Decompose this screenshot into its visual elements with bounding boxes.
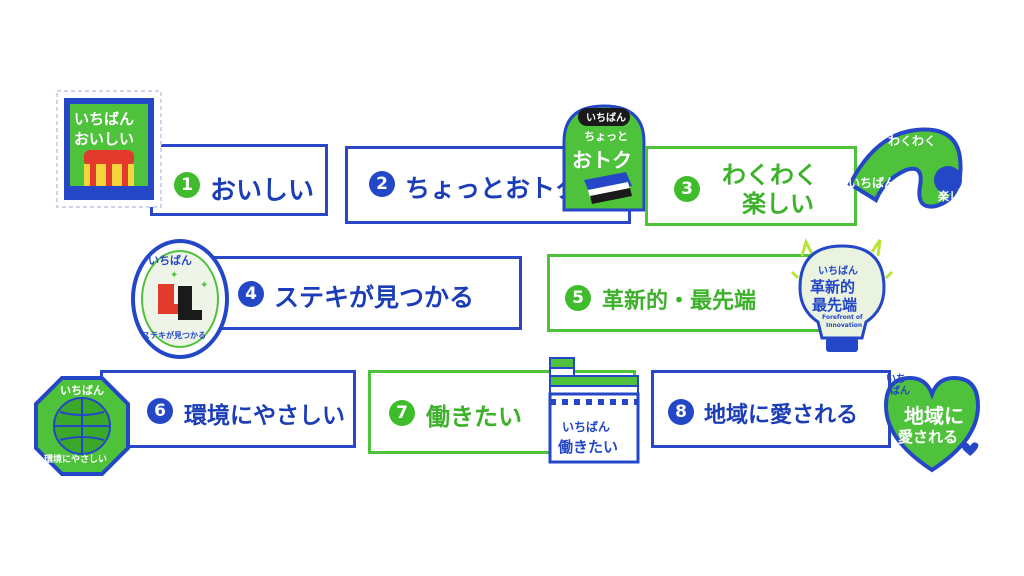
label-5: 革新的・最先端 <box>602 289 757 314</box>
bulb-5-line4: Forefront of <box>822 314 863 321</box>
globe-sticker-6 <box>34 376 130 476</box>
label-4: ステキが見つかる <box>274 283 475 312</box>
number-badge-6: 6 <box>147 398 173 424</box>
ribbon-sticker-3 <box>847 127 963 209</box>
number-badge-8: 8 <box>668 399 694 425</box>
globe-6-line2: 環境にやさしい <box>44 455 108 465</box>
number-badge-2: 2 <box>369 171 395 197</box>
ticket-2-line1: いちばん <box>586 113 626 124</box>
heart-8-line2: ばん <box>890 386 910 397</box>
heart-sticker-8 <box>883 375 981 473</box>
stamp-1-line1: いちばん <box>74 110 135 128</box>
stamp-sticker-1 <box>56 90 162 208</box>
bulb-5-line1: いちばん <box>818 266 858 277</box>
number-badge-4: 4 <box>238 281 264 307</box>
bulb-5-line2: 革新的 <box>810 278 856 296</box>
oval-4-line2: ステキが見つかる <box>142 331 206 340</box>
ticket-2-line3: おトク <box>572 148 632 172</box>
svg-text:✦: ✦ <box>170 270 178 281</box>
flag-sticker-7 <box>548 357 640 464</box>
label-3-line1: わくわく <box>722 161 818 189</box>
ribbon-3-line3: 楽しい <box>938 190 971 203</box>
bulb-5-line5: Innovation <box>826 322 863 329</box>
ticket-2-line2: ちょっと <box>584 130 628 143</box>
oval-sticker-4: ✦ ✦ <box>131 239 229 359</box>
heart-8-line4: 愛される <box>898 428 959 446</box>
label-2: ちょっとおトク <box>405 174 581 203</box>
number-badge-5: 5 <box>565 285 591 311</box>
flag-7-line2: 働きたい <box>558 438 619 456</box>
number-badge-7: 7 <box>389 400 415 426</box>
flag-7-line1: いちばん <box>562 420 611 434</box>
oval-4-line1: いちばん <box>148 254 192 267</box>
label-8: 地域に愛される <box>704 403 859 428</box>
label-6: 環境にやさしい <box>184 403 345 429</box>
ticket-sticker-2 <box>562 104 646 212</box>
heart-8-line3: 地域に <box>904 404 964 428</box>
bulb-5-line3: 最先端 <box>812 296 858 314</box>
svg-text:✦: ✦ <box>200 280 208 291</box>
number-badge-3: 3 <box>674 176 700 202</box>
heart-8-line1: いち <box>886 374 906 385</box>
ribbon-3-line2: わくわく <box>888 134 937 148</box>
label-1: おいしい <box>210 176 315 206</box>
globe-6-line1: いちばん <box>60 384 104 397</box>
ribbon-3-line1: いちばん <box>848 176 897 190</box>
number-badge-1: 1 <box>174 172 200 198</box>
card-5 <box>547 254 845 332</box>
stamp-1-line2: おいしい <box>74 130 135 148</box>
bulb-sticker-5 <box>790 237 894 352</box>
label-7: 働きたい <box>426 403 522 431</box>
label-3-line2: 楽しい <box>742 190 814 218</box>
